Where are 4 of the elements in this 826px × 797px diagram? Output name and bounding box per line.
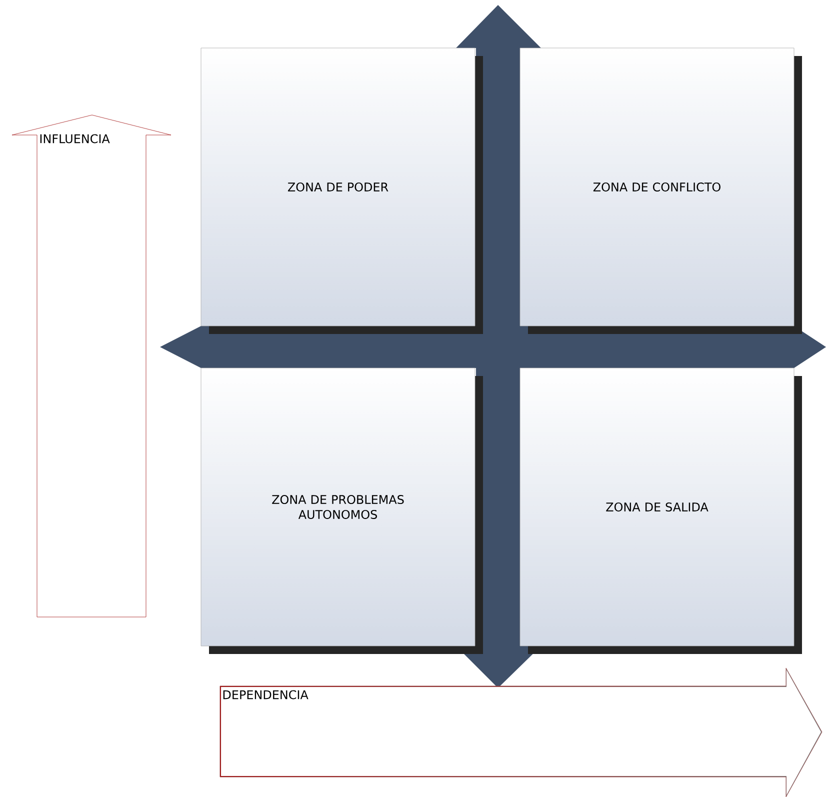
zone-box: ZONA DE CONFLICTO xyxy=(520,48,802,334)
zone-box: ZONA DE PROBLEMAS AUTONOMOS xyxy=(200,368,483,654)
zone-box: ZONA DE PODER xyxy=(200,48,483,334)
zone-box: ZONA DE SALIDA xyxy=(520,368,802,654)
